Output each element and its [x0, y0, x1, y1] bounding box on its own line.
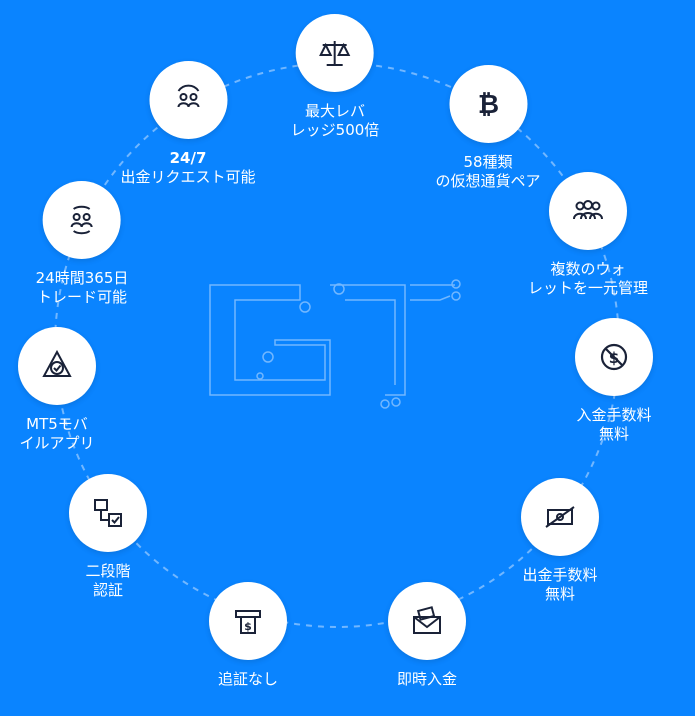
- feature-label: 二段階認証: [85, 562, 131, 599]
- feature-trading-24h: 24時間365日トレード可能: [35, 181, 129, 307]
- feature-two-factor: 二段階認証: [69, 474, 147, 600]
- feature-mt5: MT5モバイルアプリ: [18, 327, 96, 453]
- feature-circle: [148, 61, 227, 139]
- feature-label: 出金手数料無料: [522, 566, 598, 603]
- users-group-icon: [572, 200, 603, 220]
- feature-crypto: ₿ 58種類の仮想通貨ペア: [435, 65, 541, 191]
- feature-label: 24時間365日トレード可能: [35, 269, 129, 306]
- svg-text:$: $: [244, 620, 252, 633]
- feature-circle: [18, 327, 96, 405]
- feature-label: 58種類の仮想通貨ペア: [435, 153, 541, 190]
- feature-circle: ₿: [448, 65, 527, 143]
- atm-dollar-icon: $: [235, 610, 261, 634]
- feature-circle: [388, 582, 466, 660]
- feature-leverage: 最大レバレッジ500倍: [290, 14, 380, 140]
- feature-circle: [548, 172, 627, 250]
- two-step-auth-icon: [94, 499, 122, 527]
- feature-label: 即時入金: [396, 670, 457, 688]
- bitcoin-icon: ₿: [477, 90, 498, 120]
- envelope-money-icon: [413, 606, 441, 634]
- feature-label: 追証なし: [217, 670, 278, 688]
- feature-no-verification: $ 追証なし: [209, 582, 287, 689]
- no-dollar-icon: $: [600, 343, 628, 371]
- feature-label: 最大レバレッジ500倍: [290, 102, 380, 139]
- feature-label: 入金手数料無料: [576, 406, 652, 443]
- mt5-app-icon: [42, 349, 72, 377]
- feature-circle: [295, 14, 374, 92]
- feature-label: MT5モバイルアプリ: [19, 415, 95, 452]
- svg-text:₿: ₿: [477, 90, 498, 120]
- support-users-icon: [176, 84, 199, 108]
- scale-icon: [319, 41, 351, 66]
- feature-deposit-fee: $ 入金手数料無料: [575, 318, 653, 444]
- feature-label: 複数のウォレットを一元管理: [527, 260, 649, 297]
- feature-withdraw-fee: 出金手数料無料: [521, 478, 599, 604]
- feature-instant-deposit: 即時入金: [388, 582, 466, 689]
- feature-circle: $: [575, 318, 653, 396]
- feature-circle: [521, 478, 599, 556]
- feature-circle: [43, 181, 121, 259]
- center-logo: [209, 279, 461, 409]
- feature-circle: $: [209, 582, 287, 660]
- feature-circle: [69, 474, 147, 552]
- svg-text:$: $: [609, 349, 619, 367]
- exchange-users-icon: [71, 205, 93, 235]
- feature-wallet: 複数のウォレットを一元管理: [528, 172, 648, 298]
- no-fee-cash-icon: [545, 506, 575, 528]
